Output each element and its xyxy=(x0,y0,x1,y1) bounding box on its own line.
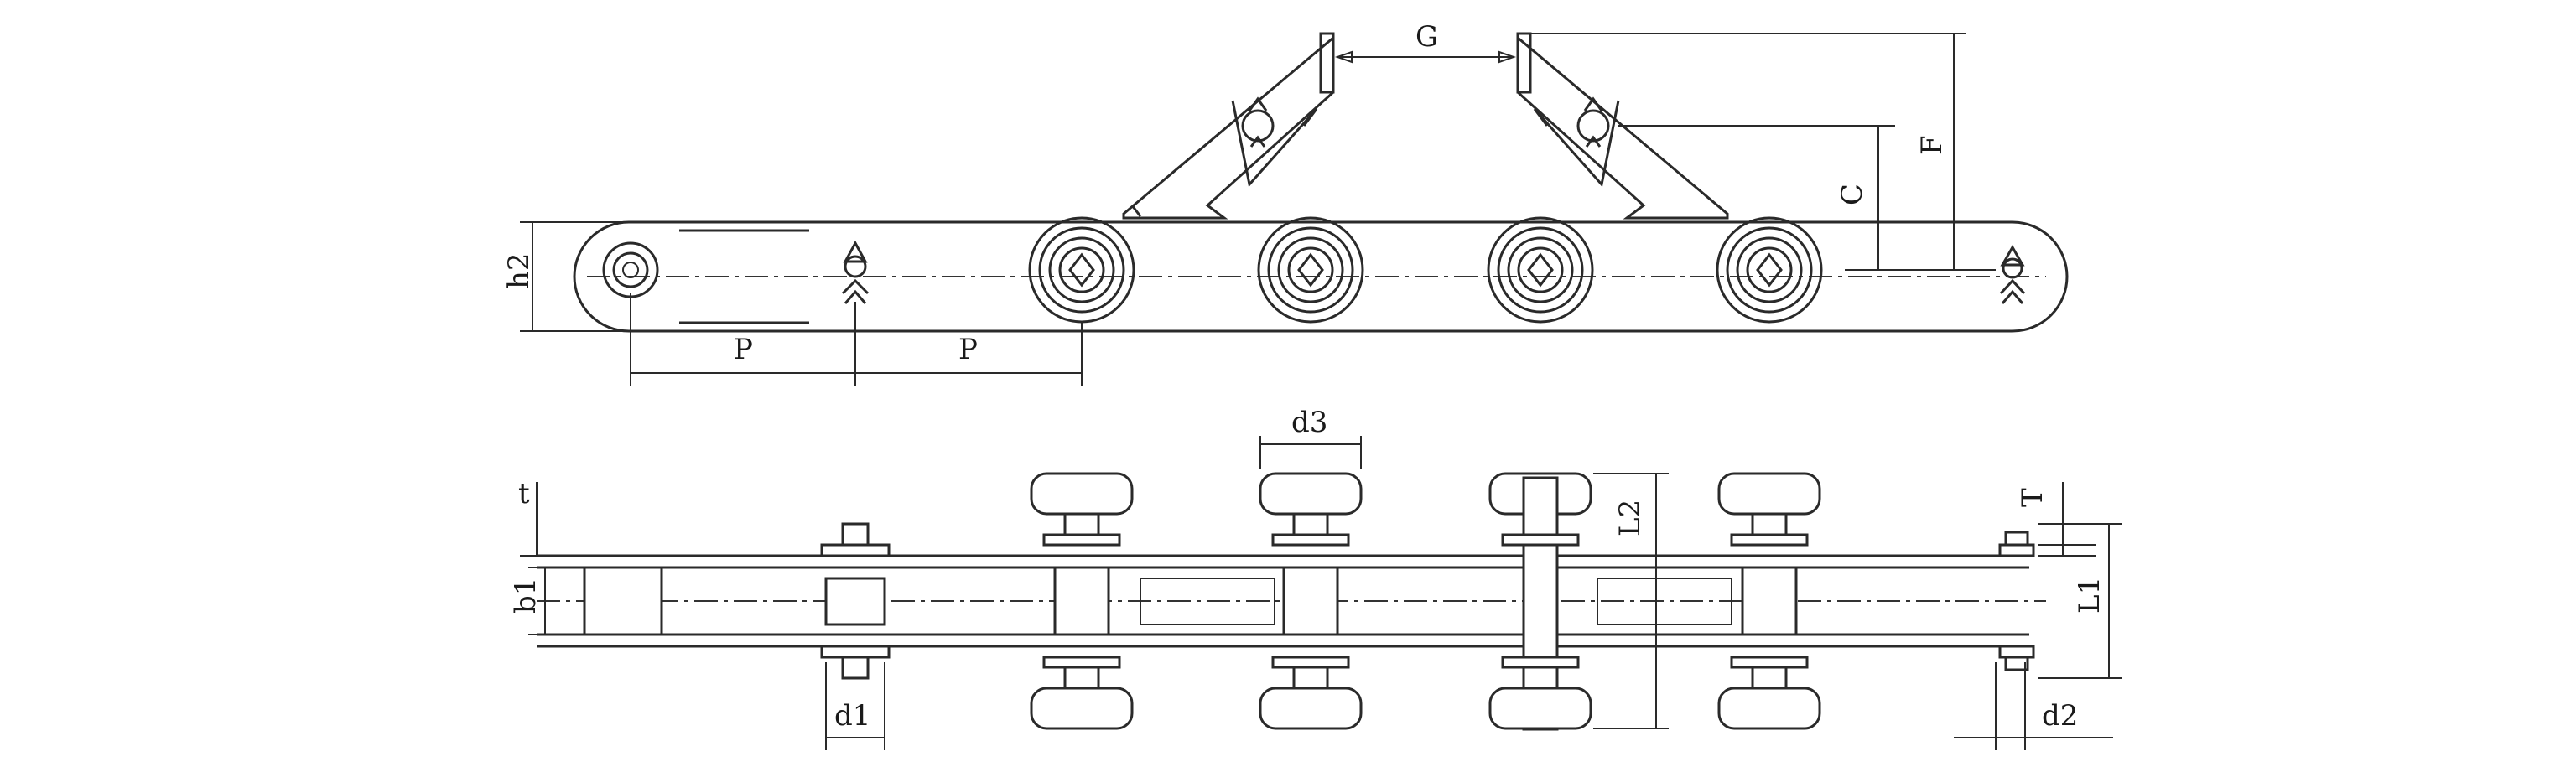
inner-link-1 xyxy=(1140,578,1275,625)
dimension-C xyxy=(1618,125,1895,270)
roller-3 xyxy=(1487,216,1594,324)
dimension-F xyxy=(1530,33,1996,271)
label-d3: d3 xyxy=(1291,406,1327,439)
dimension-T xyxy=(2038,482,2096,557)
dimension-h2 xyxy=(520,221,637,332)
label-L1: L1 xyxy=(2073,577,2106,614)
left-bushing xyxy=(583,566,663,636)
dimension-d2 xyxy=(1954,662,2113,750)
top-view: d3 t b1 L2 L1 xyxy=(509,406,2122,750)
roller-assembly-2 xyxy=(1259,472,1363,730)
dimension-d3 xyxy=(1259,436,1362,469)
dimension-P xyxy=(630,293,1083,386)
dimension-L2 xyxy=(1593,473,1669,729)
label-P-right: P xyxy=(958,333,978,366)
label-G: G xyxy=(1415,20,1438,54)
chain-plate-outline xyxy=(573,220,2069,333)
label-t: t xyxy=(518,477,530,510)
dimension-L1 xyxy=(2038,523,2122,679)
roller-2 xyxy=(1257,216,1364,324)
label-F: F xyxy=(1915,135,1949,155)
pin-column-1 xyxy=(820,522,891,680)
roller-assembly-4 xyxy=(1717,472,1821,730)
left-scraper-flight xyxy=(1122,32,1335,220)
pin-column-right xyxy=(1998,531,2035,671)
roller-assembly-1 xyxy=(1030,472,1134,730)
roller-assembly-3 xyxy=(1488,472,1592,731)
dimension-G xyxy=(1334,50,1517,64)
dimension-d1 xyxy=(825,662,886,750)
label-d2: d2 xyxy=(2042,699,2078,733)
label-L2: L2 xyxy=(1613,500,1647,536)
plate-link-1 xyxy=(679,229,809,324)
label-d1: d1 xyxy=(834,699,870,733)
left-end-pin xyxy=(602,241,659,298)
roller-4 xyxy=(1716,216,1823,324)
roller-1 xyxy=(1028,216,1135,324)
right-scraper-flight xyxy=(1516,32,1729,220)
dimension-t xyxy=(520,482,587,557)
inner-link-2 xyxy=(1597,578,1732,625)
cotter-pin-right xyxy=(1999,244,2026,304)
cotter-pin-2 xyxy=(841,240,870,304)
label-b1: b1 xyxy=(509,578,543,614)
dimension-b1 xyxy=(528,567,587,635)
side-view: G F C h2 P P xyxy=(502,20,2069,386)
label-h2: h2 xyxy=(502,252,536,289)
label-T: T xyxy=(2016,488,2049,507)
label-C: C xyxy=(1836,184,1869,205)
label-P-left: P xyxy=(734,333,753,366)
